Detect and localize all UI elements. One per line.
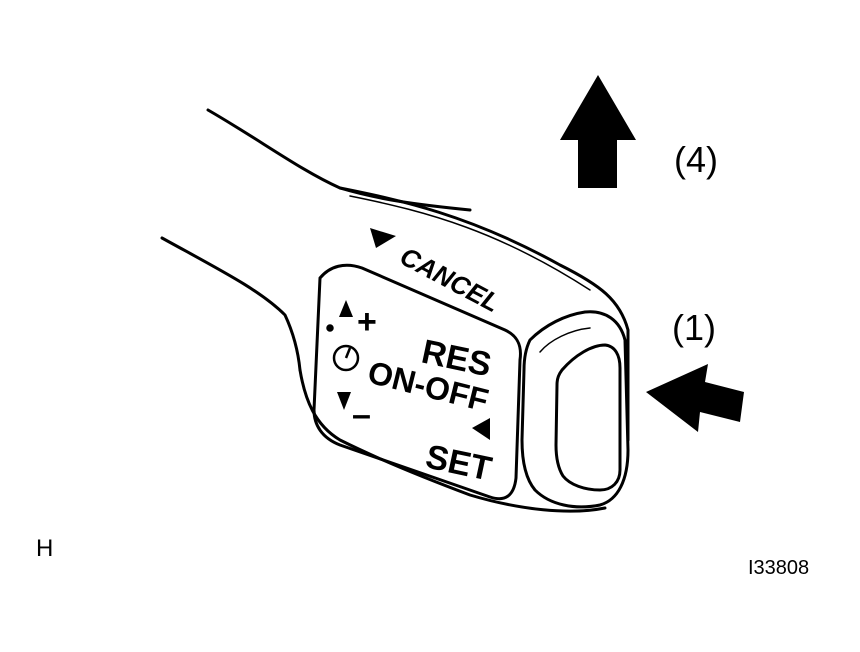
arrow-up-icon — [560, 75, 636, 188]
figure-code: I33808 — [748, 557, 810, 579]
callout-4-label: (4) — [674, 139, 718, 180]
on-off-triangle-marker — [472, 418, 490, 440]
minus-triangle-marker — [337, 392, 351, 410]
plus-label: + — [357, 303, 377, 341]
minus-label: – — [352, 396, 371, 434]
cancel-triangle-marker — [370, 228, 396, 248]
lever-body — [160, 108, 630, 513]
speedometer-icon — [326, 324, 360, 372]
corner-letter: H — [36, 535, 54, 562]
callout-1-label: (1) — [672, 307, 716, 348]
arrow-left-icon — [646, 364, 744, 432]
plus-triangle-marker — [339, 300, 353, 317]
